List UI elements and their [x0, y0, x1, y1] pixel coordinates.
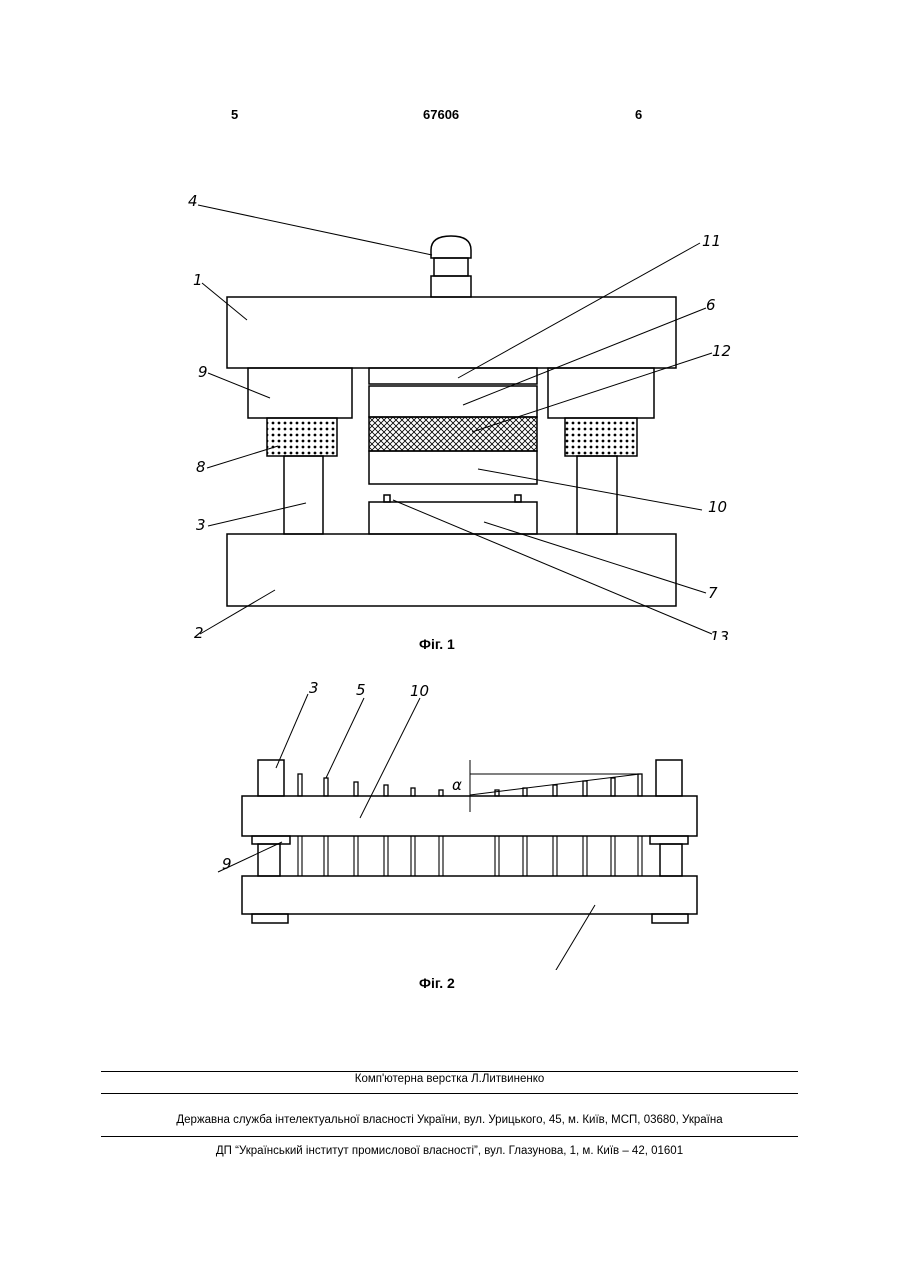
right-foot — [652, 914, 688, 923]
page-number-right: 6 — [635, 107, 642, 122]
label-4: 4 — [188, 192, 198, 210]
footer-divider-2 — [101, 1093, 798, 1094]
right-spacer-9 — [650, 836, 688, 844]
left-column — [284, 456, 323, 534]
right-corner-column — [656, 760, 682, 796]
lower-plate — [227, 534, 676, 606]
right-spring — [565, 418, 637, 456]
right-guide-block — [548, 368, 654, 418]
footer-layout-credit: Комп'ютерна верстка Л.Литвиненко — [101, 1073, 798, 1085]
footer-institute: ДП “Український інститут промислової вла… — [101, 1145, 798, 1157]
label-12: 12 — [712, 342, 731, 360]
label-2: 2 — [194, 624, 204, 640]
label-1: 1 — [193, 271, 203, 289]
label-8: 8 — [196, 458, 206, 476]
right-post — [660, 844, 682, 876]
left-corner-column — [258, 760, 284, 796]
left-post — [258, 844, 280, 876]
pin-13-left — [384, 495, 390, 502]
right-column — [577, 456, 617, 534]
pin-13-right — [515, 495, 521, 502]
knob-cap — [431, 236, 471, 258]
figure-2-caption: Фіг. 2 — [419, 975, 455, 991]
knob-neck — [434, 258, 468, 276]
angle-alpha: α — [452, 776, 462, 794]
footer-divider-1 — [101, 1071, 798, 1072]
footer-agency: Державна служба інтелектуальної власност… — [101, 1114, 798, 1126]
elastic-layer-12 — [369, 417, 537, 451]
label-3: 3 — [196, 516, 206, 534]
label-9: 9 — [198, 363, 208, 381]
figure-1-caption: Фіг. 1 — [419, 636, 455, 652]
label-10: 10 — [410, 682, 429, 700]
label-5: 5 — [356, 681, 366, 699]
left-spring — [267, 418, 337, 456]
die-7 — [369, 502, 537, 534]
plate-10 — [369, 451, 537, 484]
layer-11 — [369, 368, 537, 384]
patent-number: 67606 — [423, 107, 459, 122]
punch-6 — [369, 386, 537, 417]
label-9: 9 — [222, 855, 232, 873]
upper-plate — [227, 297, 676, 368]
label-10: 10 — [708, 498, 727, 516]
left-foot — [252, 914, 288, 923]
figure-1-drawing: 4 1 11 6 12 9 8 3 10 7 2 13 — [0, 180, 901, 640]
label-3: 3 — [309, 679, 319, 697]
left-guide-block — [248, 368, 352, 418]
label-11: 11 — [702, 232, 721, 250]
label-13: 13 — [710, 628, 729, 640]
knob-base — [431, 276, 471, 297]
page-number-left: 5 — [231, 107, 238, 122]
figure-2-drawing: 3 5 10 9 6 α — [0, 670, 901, 970]
footer-divider-3 — [101, 1136, 798, 1137]
label-6: 6 — [706, 296, 716, 314]
plate-6 — [242, 876, 697, 914]
label-6: 6 — [549, 969, 559, 970]
left-spacer-9 — [252, 836, 290, 844]
label-7: 7 — [708, 584, 718, 602]
